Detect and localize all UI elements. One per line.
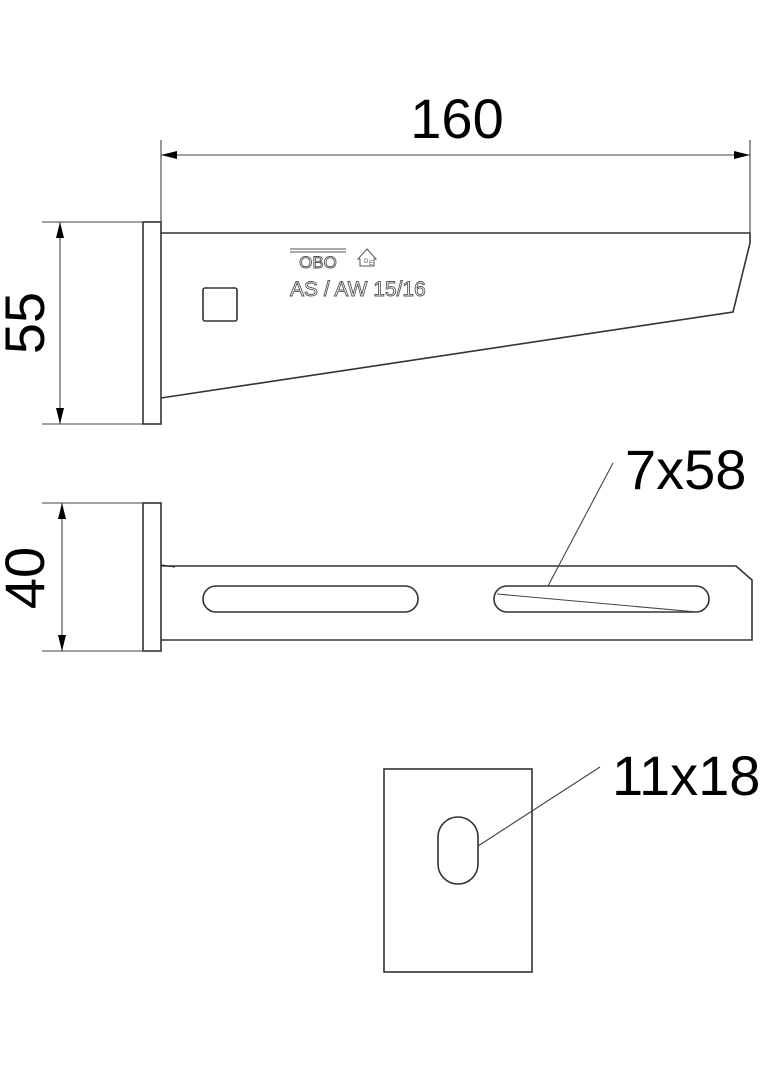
plate-front-view: 11x18 <box>383 744 760 973</box>
keyhole-size-label: 11x18 <box>612 744 760 807</box>
arrowhead-right-icon <box>734 151 750 159</box>
arrowhead-up-icon <box>56 222 64 238</box>
wall-plate-top <box>142 502 162 652</box>
top-view: 40 7x58 <box>0 438 753 652</box>
dimension-label-height-side: 55 <box>0 292 56 354</box>
dimension-length: 160 <box>160 87 751 243</box>
svg-text:E: E <box>369 261 373 267</box>
slot-1 <box>202 585 419 613</box>
slot-size-label: 7x58 <box>625 438 746 501</box>
leader-line-keyhole <box>477 766 601 847</box>
svg-text:D: D <box>364 259 369 265</box>
brand-text: OBO <box>299 253 337 272</box>
arrowhead-up-icon <box>58 503 66 519</box>
dimension-label-length: 160 <box>410 87 503 150</box>
arrowhead-down-icon <box>58 635 66 651</box>
obo-logo: OBO <box>290 248 346 272</box>
arm-profile-side <box>160 232 751 399</box>
wall-plate-side <box>142 221 162 425</box>
dimension-label-height-top: 40 <box>0 547 56 609</box>
arrowhead-left-icon <box>161 151 177 159</box>
square-hole <box>202 287 238 322</box>
leader-line-slot <box>547 462 614 587</box>
wall-plate-front <box>383 768 533 973</box>
arm-outline-top <box>161 565 753 641</box>
arrowhead-down-icon <box>56 408 64 424</box>
side-view: 55 OBO D E AS / AW 15/16 <box>0 221 751 425</box>
keyhole-slot <box>437 816 479 885</box>
product-marking-text: AS / AW 15/16 <box>290 278 426 301</box>
vde-mark-icon: D E <box>356 248 378 267</box>
slot-2 <box>493 585 710 613</box>
